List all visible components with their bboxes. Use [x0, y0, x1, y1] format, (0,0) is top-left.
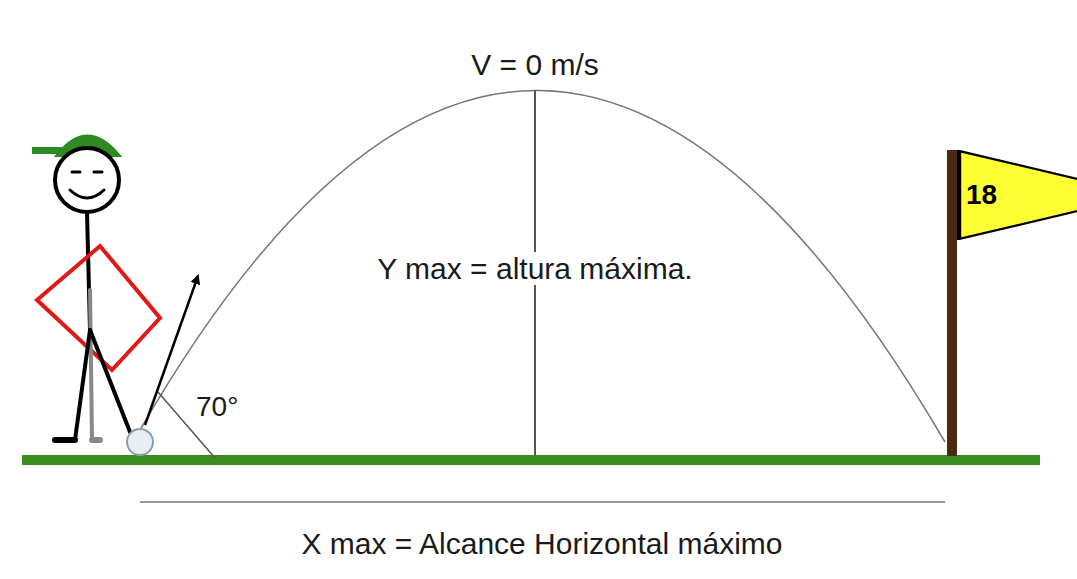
velocity-label: V = 0 m/s	[468, 48, 602, 81]
range-line	[140, 501, 945, 503]
flag-banner: 18	[957, 150, 1077, 240]
hole-number: 18	[957, 179, 1077, 211]
angle-label: 70°	[193, 392, 241, 423]
flag-pole	[947, 150, 957, 456]
trajectory-arc	[140, 90, 945, 442]
range-label: X max = Alcance Horizontal máximo	[298, 527, 785, 560]
golfer-figure	[32, 137, 160, 441]
velocity-arrow	[145, 276, 198, 425]
max-height-label: Y max = altura máxima.	[374, 252, 695, 285]
ground	[22, 455, 1040, 465]
golf-ball	[127, 429, 153, 455]
